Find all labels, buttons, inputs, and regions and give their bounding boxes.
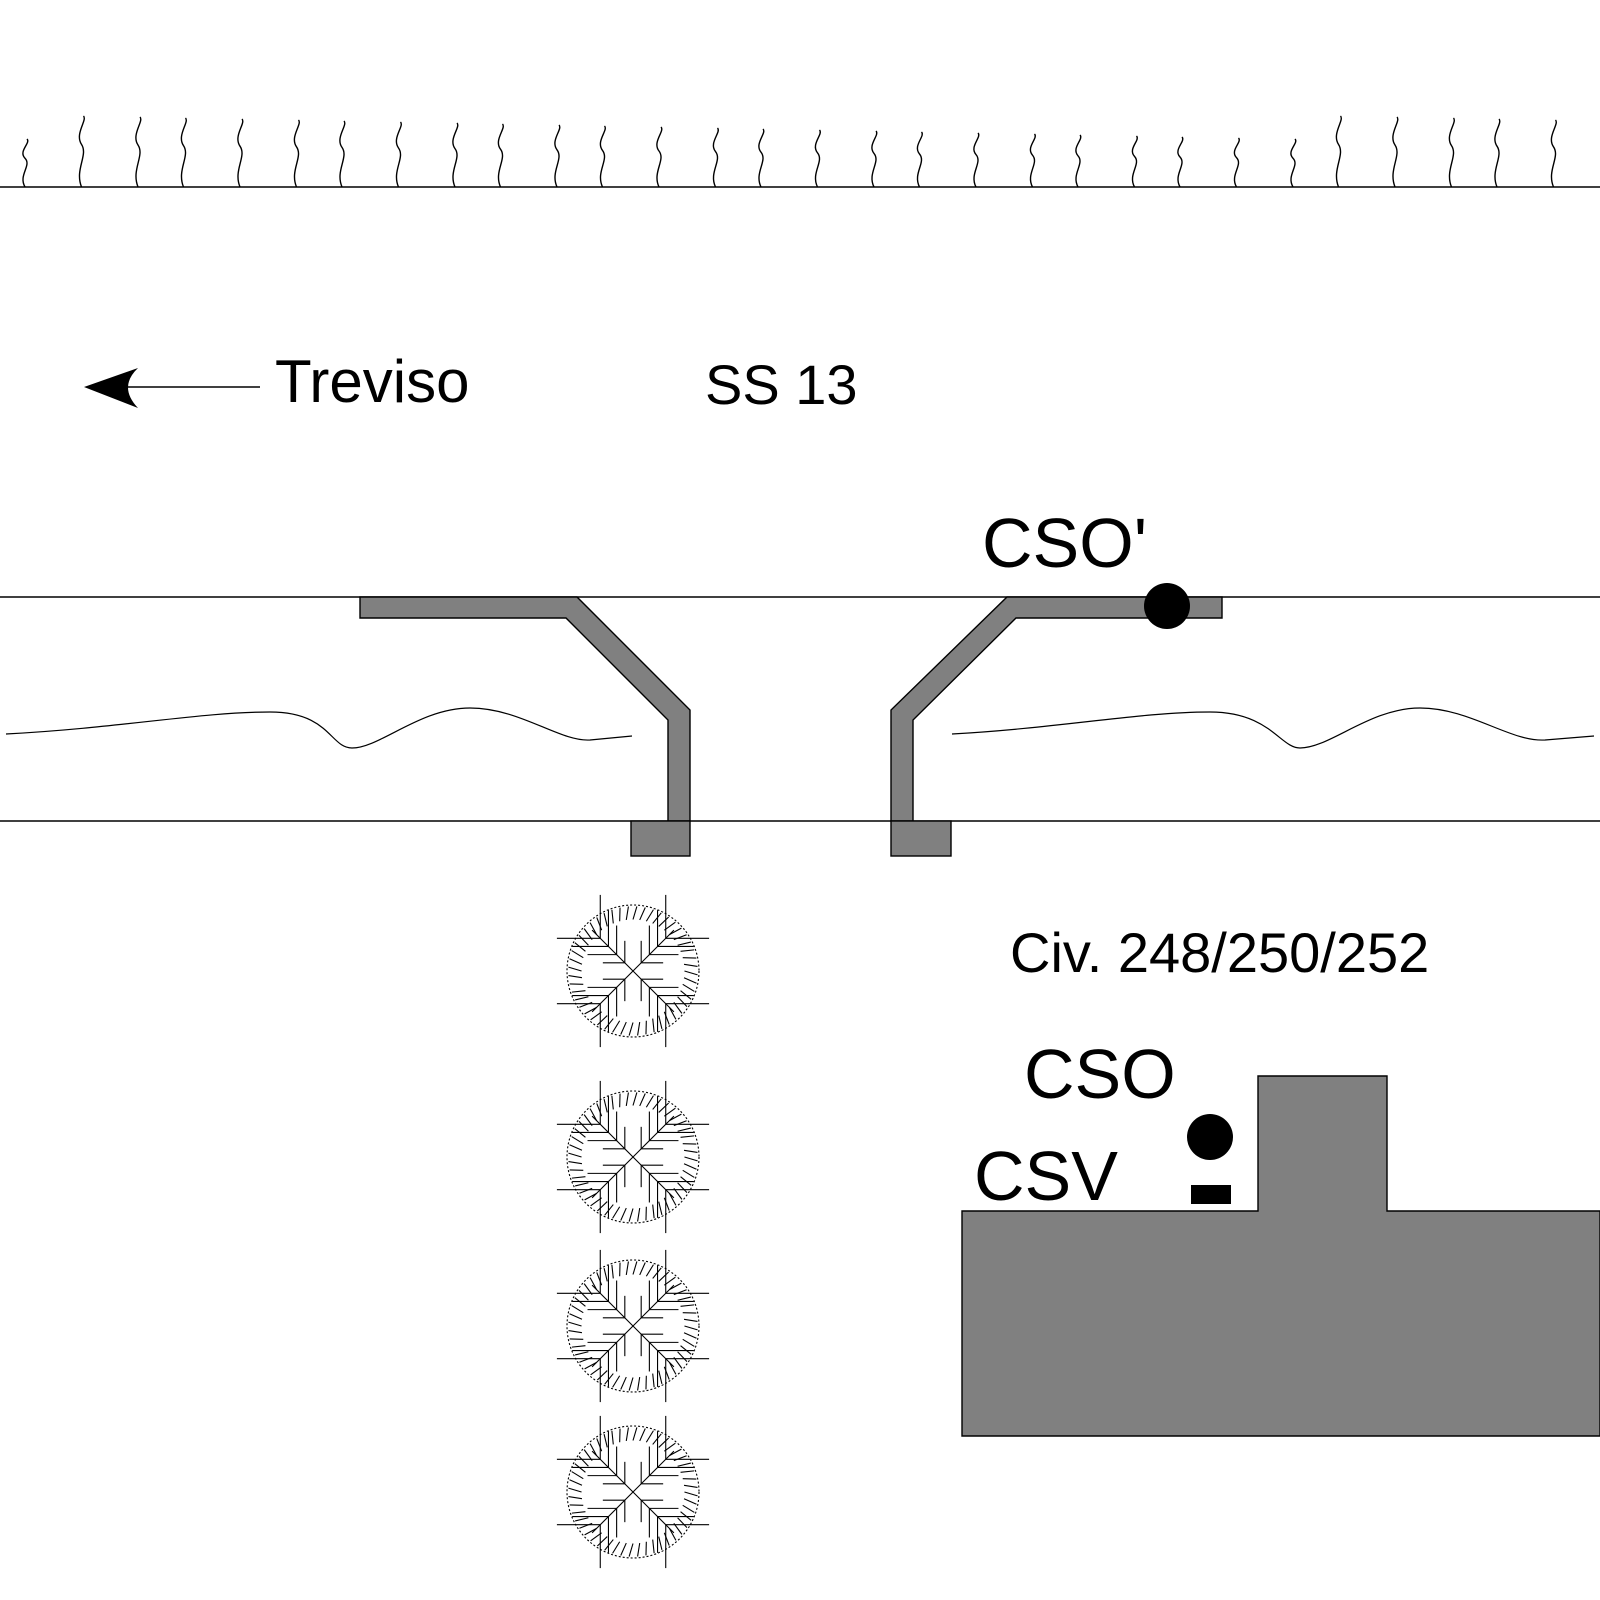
cso-prime-label: CSO' bbox=[982, 504, 1147, 582]
grass-icon bbox=[1290, 138, 1297, 188]
grass-icon bbox=[497, 123, 504, 188]
cso-label: CSO bbox=[1024, 1035, 1176, 1113]
grass-icon bbox=[758, 128, 765, 188]
grass-icon bbox=[1448, 117, 1455, 188]
tree-row bbox=[556, 894, 710, 1569]
csv-marker bbox=[1191, 1185, 1231, 1204]
grass-icon bbox=[237, 118, 244, 188]
grass-icon bbox=[1131, 135, 1138, 188]
tree-icon bbox=[556, 894, 710, 1048]
grass-icon bbox=[395, 121, 402, 188]
tree-icon bbox=[556, 1415, 710, 1569]
arrow-left-icon bbox=[84, 368, 260, 408]
grass-icon bbox=[554, 124, 561, 188]
grass-icon bbox=[656, 126, 663, 188]
wave-line-left bbox=[5, 707, 633, 749]
grass-icon bbox=[599, 125, 606, 188]
grass-icon bbox=[22, 138, 29, 188]
cso-prime-marker bbox=[1144, 583, 1190, 629]
grass-icon bbox=[916, 131, 923, 188]
grass-icon bbox=[135, 116, 142, 188]
cso-marker bbox=[1187, 1114, 1233, 1160]
grass-icon bbox=[78, 115, 85, 188]
grass-icon bbox=[1075, 134, 1082, 188]
address-label: Civ. 248/250/252 bbox=[1010, 921, 1429, 984]
direction-label: Treviso bbox=[275, 348, 469, 415]
grass-icon bbox=[1233, 137, 1240, 188]
grass-icon bbox=[1029, 133, 1036, 188]
road-name-label: SS 13 bbox=[705, 353, 858, 416]
grass-icon bbox=[1494, 118, 1501, 188]
building bbox=[961, 1075, 1600, 1437]
grass-strip bbox=[22, 115, 1557, 188]
tree-icon bbox=[556, 1080, 710, 1234]
grass-icon bbox=[452, 122, 459, 188]
grass-icon bbox=[712, 127, 719, 188]
tree-icon bbox=[556, 1249, 710, 1403]
grass-icon bbox=[1550, 119, 1557, 188]
grass-icon bbox=[1335, 115, 1342, 188]
wave-line-right bbox=[951, 707, 1595, 749]
grass-icon bbox=[1177, 136, 1184, 188]
grass-icon bbox=[1392, 116, 1399, 188]
curb-left-base bbox=[630, 820, 691, 857]
grass-icon bbox=[814, 129, 821, 188]
curb-right bbox=[890, 596, 1223, 822]
curb-right-base bbox=[890, 820, 952, 857]
csv-label: CSV bbox=[974, 1137, 1118, 1215]
grass-icon bbox=[339, 120, 346, 188]
grass-icon bbox=[180, 117, 187, 188]
curb-left bbox=[359, 596, 691, 822]
grass-icon bbox=[871, 130, 878, 188]
grass-icon bbox=[973, 132, 980, 188]
grass-icon bbox=[293, 119, 300, 188]
